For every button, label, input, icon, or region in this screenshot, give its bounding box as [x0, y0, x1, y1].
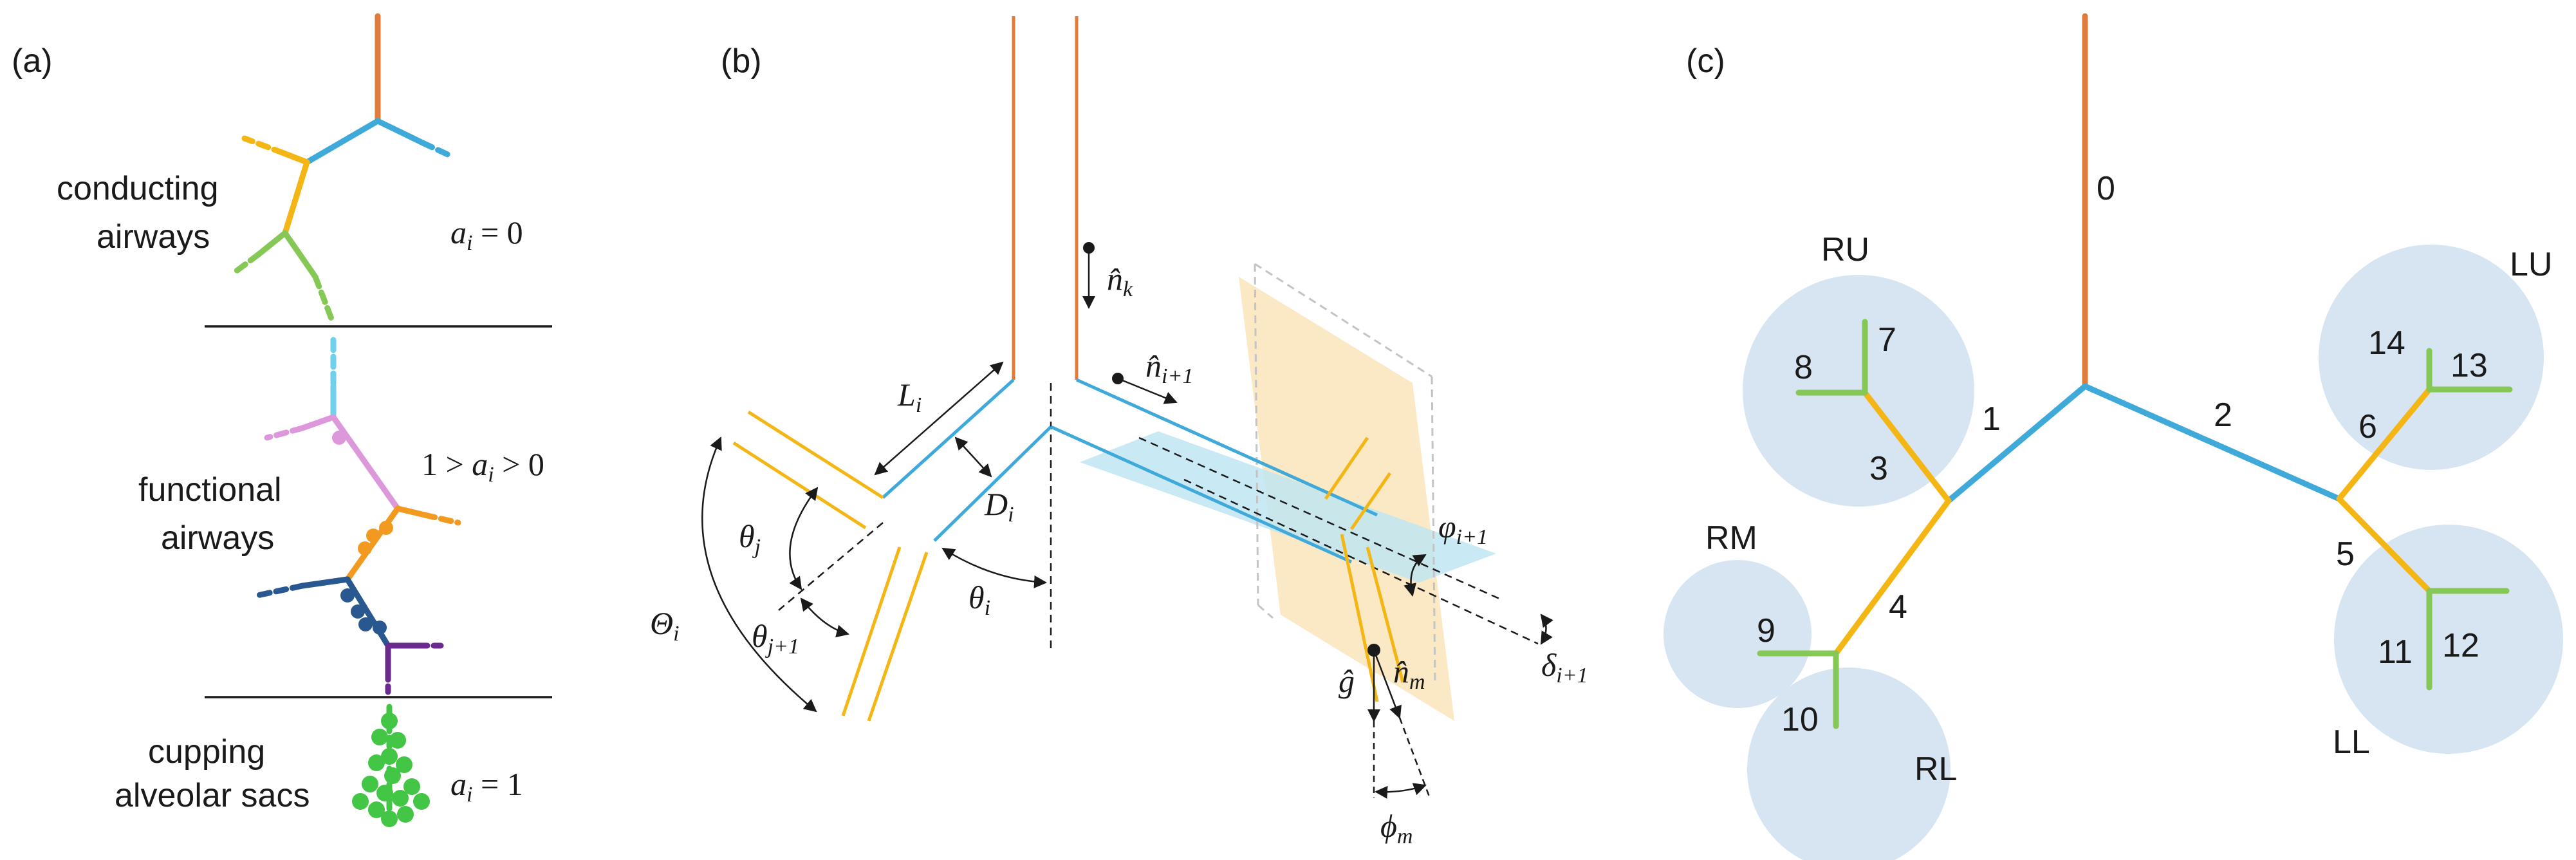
right-granddaughters [1324, 436, 1405, 702]
lobe-rm [1663, 560, 1812, 708]
branch-number-7: 7 [1878, 321, 1896, 359]
branch-number-0: 0 [2097, 170, 2115, 207]
right-daughter-branch [1050, 378, 1378, 564]
panel-a: (a) conducting airways ai = 0 [12, 13, 552, 827]
theta-j-symbol: θj [739, 518, 761, 559]
branch-number-1: 1 [1982, 400, 2001, 438]
theta-i-symbol: θi [968, 579, 990, 620]
lobe-label-lu: LU [2510, 246, 2552, 283]
diameter-arrow [954, 436, 992, 478]
functional-airways-tree [254, 337, 461, 695]
lobe-ll [2334, 525, 2563, 754]
panel-b: (b) [650, 16, 1588, 848]
branch-number-11: 11 [2378, 633, 2413, 671]
g-symbol: ĝ [1339, 663, 1355, 699]
n-i1-symbol: n̂i+1 [1145, 348, 1193, 388]
lobe-label-rl: RL [1914, 751, 1957, 788]
plane-frame [1254, 263, 1436, 683]
branch-number-5: 5 [2336, 536, 2355, 573]
length-symbol: Li [897, 377, 922, 417]
varphi-arc [1404, 554, 1427, 597]
right-branch-axis [1138, 436, 1500, 600]
lobe-rl [1747, 668, 1951, 860]
parent-airway [1012, 16, 1079, 380]
sacs-label-line1: cupping [148, 733, 265, 771]
phi-m-arc [1375, 783, 1427, 799]
panel-c-label: (c) [1686, 42, 1725, 80]
varphi-symbol: φi+1 [1438, 509, 1488, 549]
panel-c: (c) RU RM [1663, 13, 2563, 860]
sacs-label-line2: alveolar sacs [115, 777, 310, 814]
delta-symbol: δi+1 [1541, 647, 1588, 687]
n-m-symbol: n̂m [1393, 653, 1425, 694]
branch-number-13: 13 [2451, 347, 2488, 384]
conducting-airways-tree [230, 13, 454, 322]
branch-number-12: 12 [2442, 627, 2479, 664]
theta-j-arc [789, 487, 819, 590]
theta-j1-arc [800, 597, 849, 638]
right-branch-axis-2 [1183, 478, 1539, 645]
alveolar-sac-cluster [352, 704, 430, 827]
branch-number-6: 6 [2358, 408, 2377, 445]
n-m-arrow [1373, 650, 1402, 719]
yellow-plane [1239, 277, 1454, 721]
conducting-equation: ai = 0 [450, 214, 523, 255]
lobe-regions [1663, 245, 2563, 860]
big-theta-symbol: Θi [650, 605, 680, 646]
big-theta-arc [701, 436, 817, 713]
length-arrow [874, 361, 1004, 476]
lobe-label-rm: RM [1705, 519, 1757, 557]
branch-number-10: 10 [1781, 701, 1819, 738]
functional-label-line2: airways [161, 519, 274, 557]
conducting-label-line2: airways [97, 218, 210, 256]
phi-m-symbol: ϕm [1380, 808, 1413, 848]
diameter-symbol: Di [984, 486, 1014, 527]
branch-number-9: 9 [1757, 612, 1775, 650]
functional-equation: 1 > ai > 0 [422, 446, 544, 487]
branch-number-8: 8 [1794, 349, 1813, 386]
n-i1-arrow [1117, 377, 1178, 404]
alveoli-dots [332, 431, 393, 635]
theta-j1-symbol: θj+1 [752, 618, 799, 659]
branch-number-3: 3 [1869, 450, 1888, 487]
lung-tree [1757, 13, 2513, 729]
left-branch-axis [778, 522, 884, 611]
lobe-label-ru: RU [1821, 231, 1869, 268]
sacs-equation: ai = 1 [450, 766, 523, 807]
n-k-symbol: n̂k [1107, 261, 1133, 301]
lobe-label-ll: LL [2333, 724, 2370, 761]
conducting-label-line1: conducting [57, 170, 219, 207]
panel-a-label: (a) [12, 42, 53, 80]
functional-label-line1: functional [138, 471, 282, 509]
branch-number-14: 14 [2368, 324, 2405, 362]
branch-number-4: 4 [1889, 588, 1907, 626]
panel-b-label: (b) [721, 42, 762, 80]
blue-plane [1080, 431, 1496, 583]
branch-number-2: 2 [2214, 397, 2232, 434]
delta-arc [1540, 613, 1553, 645]
theta-i-arc [941, 547, 1047, 588]
